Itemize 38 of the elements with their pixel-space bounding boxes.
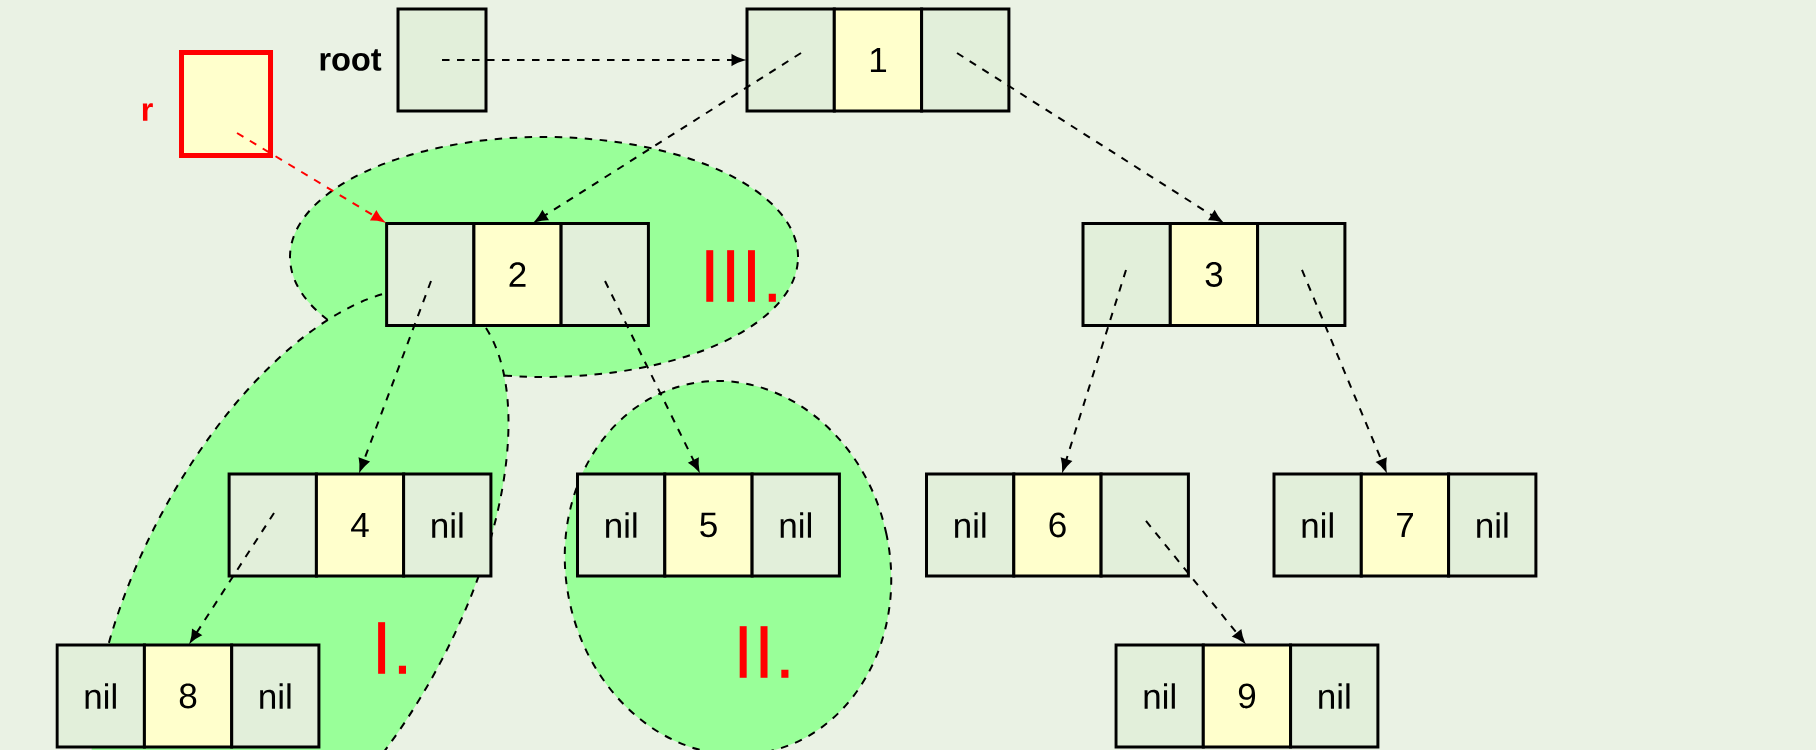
record-box: nil 5 nil <box>576 472 841 578</box>
record-box: nil 8 nil <box>55 643 321 749</box>
node-label: r <box>142 103 153 121</box>
arrow <box>236 132 384 223</box>
record-box: 2 <box>385 222 650 327</box>
node-label: 7 <box>1397 512 1413 538</box>
arrow <box>1061 269 1127 471</box>
record-box: nil 6 <box>925 472 1190 578</box>
arrow <box>358 280 432 471</box>
record-box: nil 9 nil <box>1114 643 1380 749</box>
pointer-box: r <box>142 50 273 158</box>
arrow <box>190 512 275 643</box>
record-box: 3 <box>1081 222 1347 327</box>
node-label: 1 <box>870 47 887 73</box>
node-label: 6 <box>1049 512 1066 538</box>
arrow <box>1145 520 1245 643</box>
node-label: nil <box>1319 683 1350 709</box>
arrow <box>1301 269 1387 472</box>
arrow <box>956 52 1222 222</box>
pointer-box: root <box>320 7 488 113</box>
node-label: nil <box>260 683 291 709</box>
node-label: nil <box>606 512 637 538</box>
arrow <box>604 280 700 472</box>
node-label: nil <box>1302 512 1333 538</box>
node-label: nil <box>780 512 811 538</box>
arrow <box>535 52 802 222</box>
node-label: 9 <box>1238 683 1256 709</box>
node-label: nil <box>955 512 986 538</box>
record-box: nil 7 nil <box>1272 472 1538 578</box>
arrow <box>441 54 744 66</box>
node-label: 3 <box>1205 262 1223 287</box>
node-label: root <box>320 49 382 71</box>
node-label: nil <box>85 683 116 709</box>
node-label: 2 <box>509 262 526 287</box>
node-label: nil <box>432 512 463 538</box>
node-label: 4 <box>351 512 369 538</box>
record-box: 1 <box>745 7 1011 113</box>
record-box: 4 nil <box>227 472 493 578</box>
